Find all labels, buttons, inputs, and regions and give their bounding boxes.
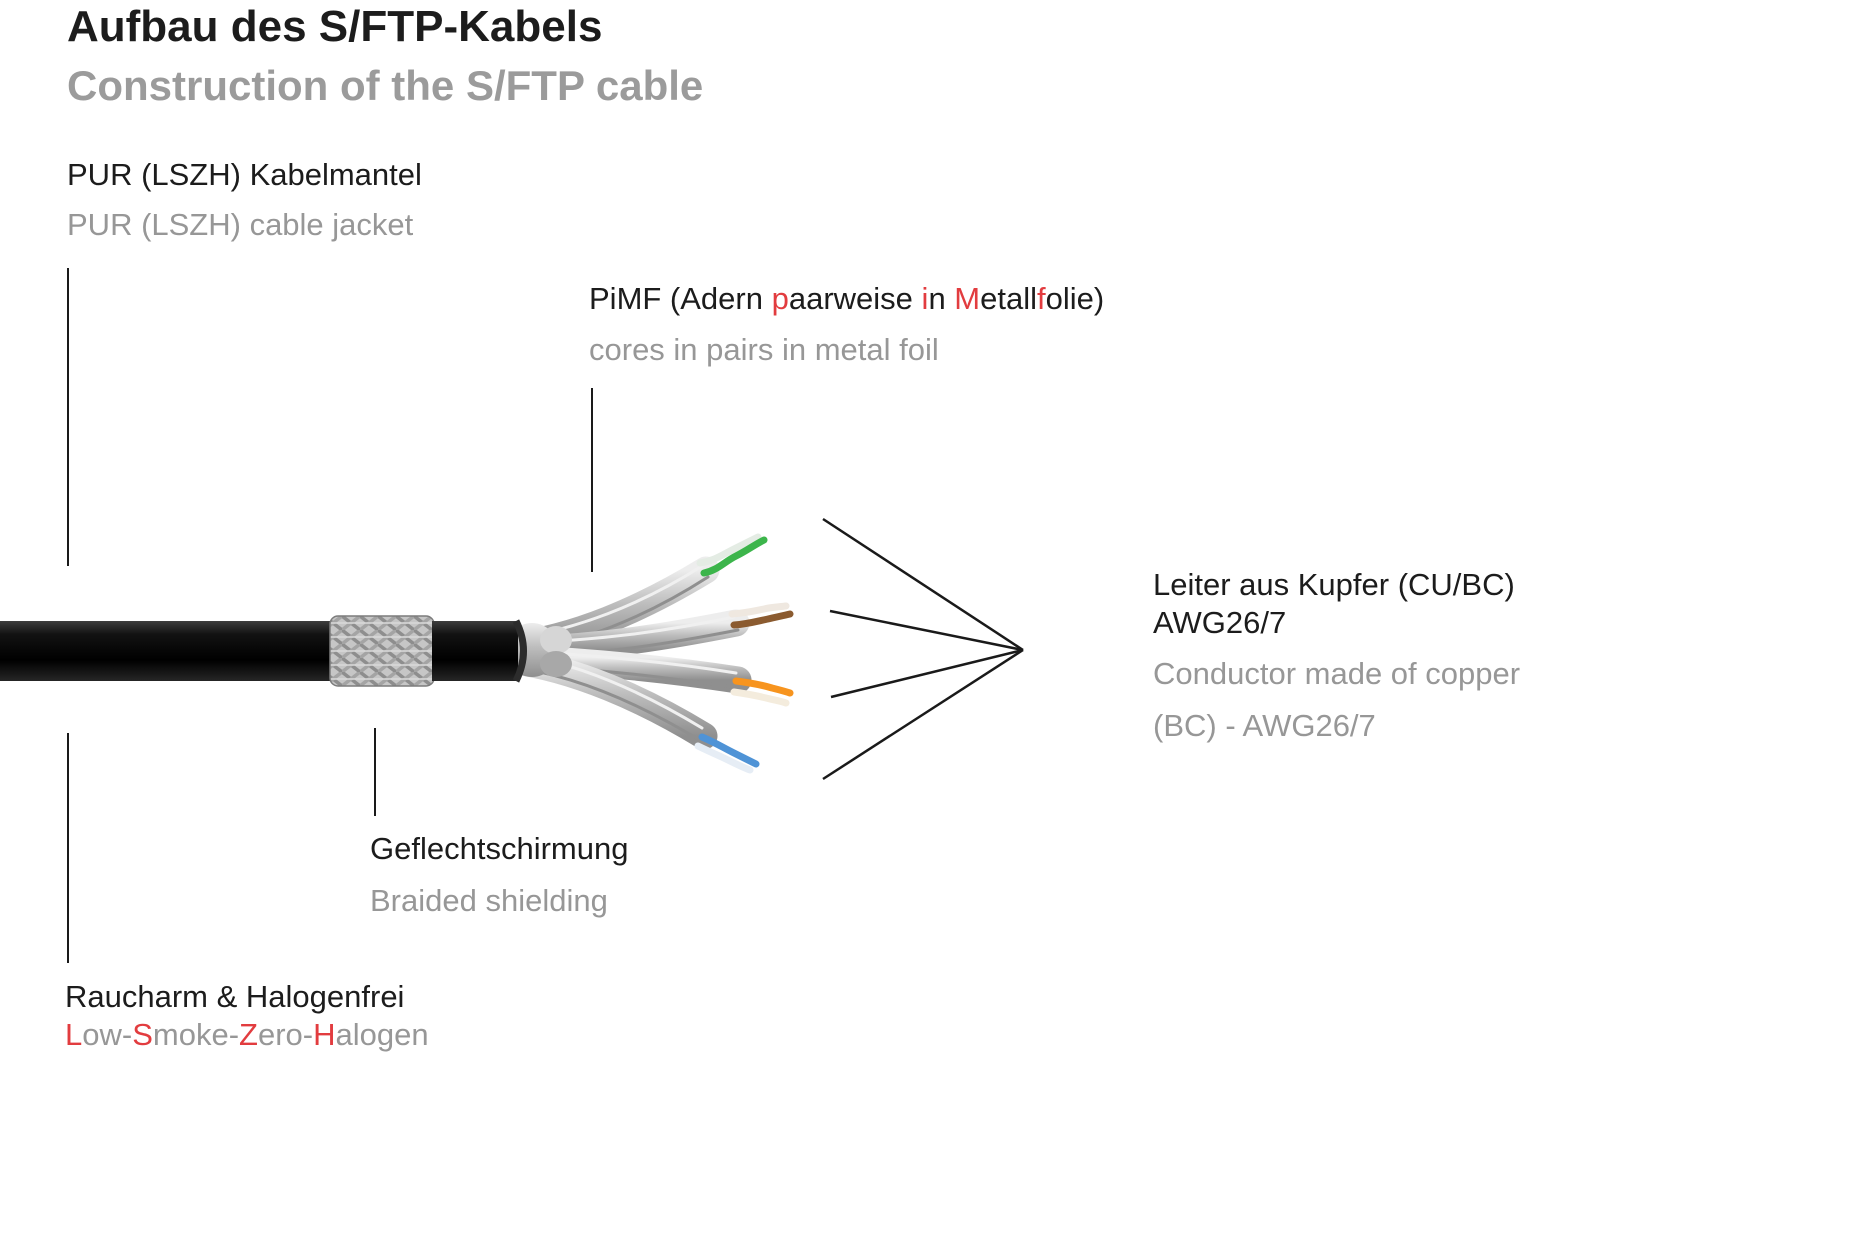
- label-jacket-de: PUR (LSZH) Kabelmantel: [67, 157, 422, 192]
- cable-jacket-right: [432, 621, 518, 681]
- label-braid-en: Braided shielding: [370, 883, 608, 918]
- label-pimf-de: PiMF (Adern paarweise in Metallfolie): [589, 281, 1105, 316]
- braid-section: [329, 615, 435, 687]
- conductor-fan-lines: [822, 517, 1024, 781]
- label-pimf-en: cores in pairs in metal foil: [589, 332, 939, 367]
- label-smoke-en: Low-Smoke-Zero-Halogen: [65, 1017, 429, 1052]
- label-conductor-de-line1: Leiter aus Kupfer (CU/BC): [1153, 567, 1515, 602]
- label-smoke-de: Raucharm & Halogenfrei: [65, 979, 405, 1014]
- label-conductor-en-line1: Conductor made of copper: [1153, 656, 1521, 691]
- jacket-cut-edge: [512, 619, 527, 683]
- label-conductor-de-line2: AWG26/7: [1153, 605, 1287, 640]
- page-title-de: Aufbau des S/FTP-Kabels: [67, 2, 603, 51]
- label-conductor-en-line2: (BC) - AWG26/7: [1153, 708, 1376, 743]
- label-jacket-en: PUR (LSZH) cable jacket: [67, 207, 414, 242]
- label-braid-de: Geflechtschirmung: [370, 831, 629, 866]
- cable-jacket-left: [0, 621, 334, 681]
- page-title-en: Construction of the S/FTP cable: [67, 62, 704, 109]
